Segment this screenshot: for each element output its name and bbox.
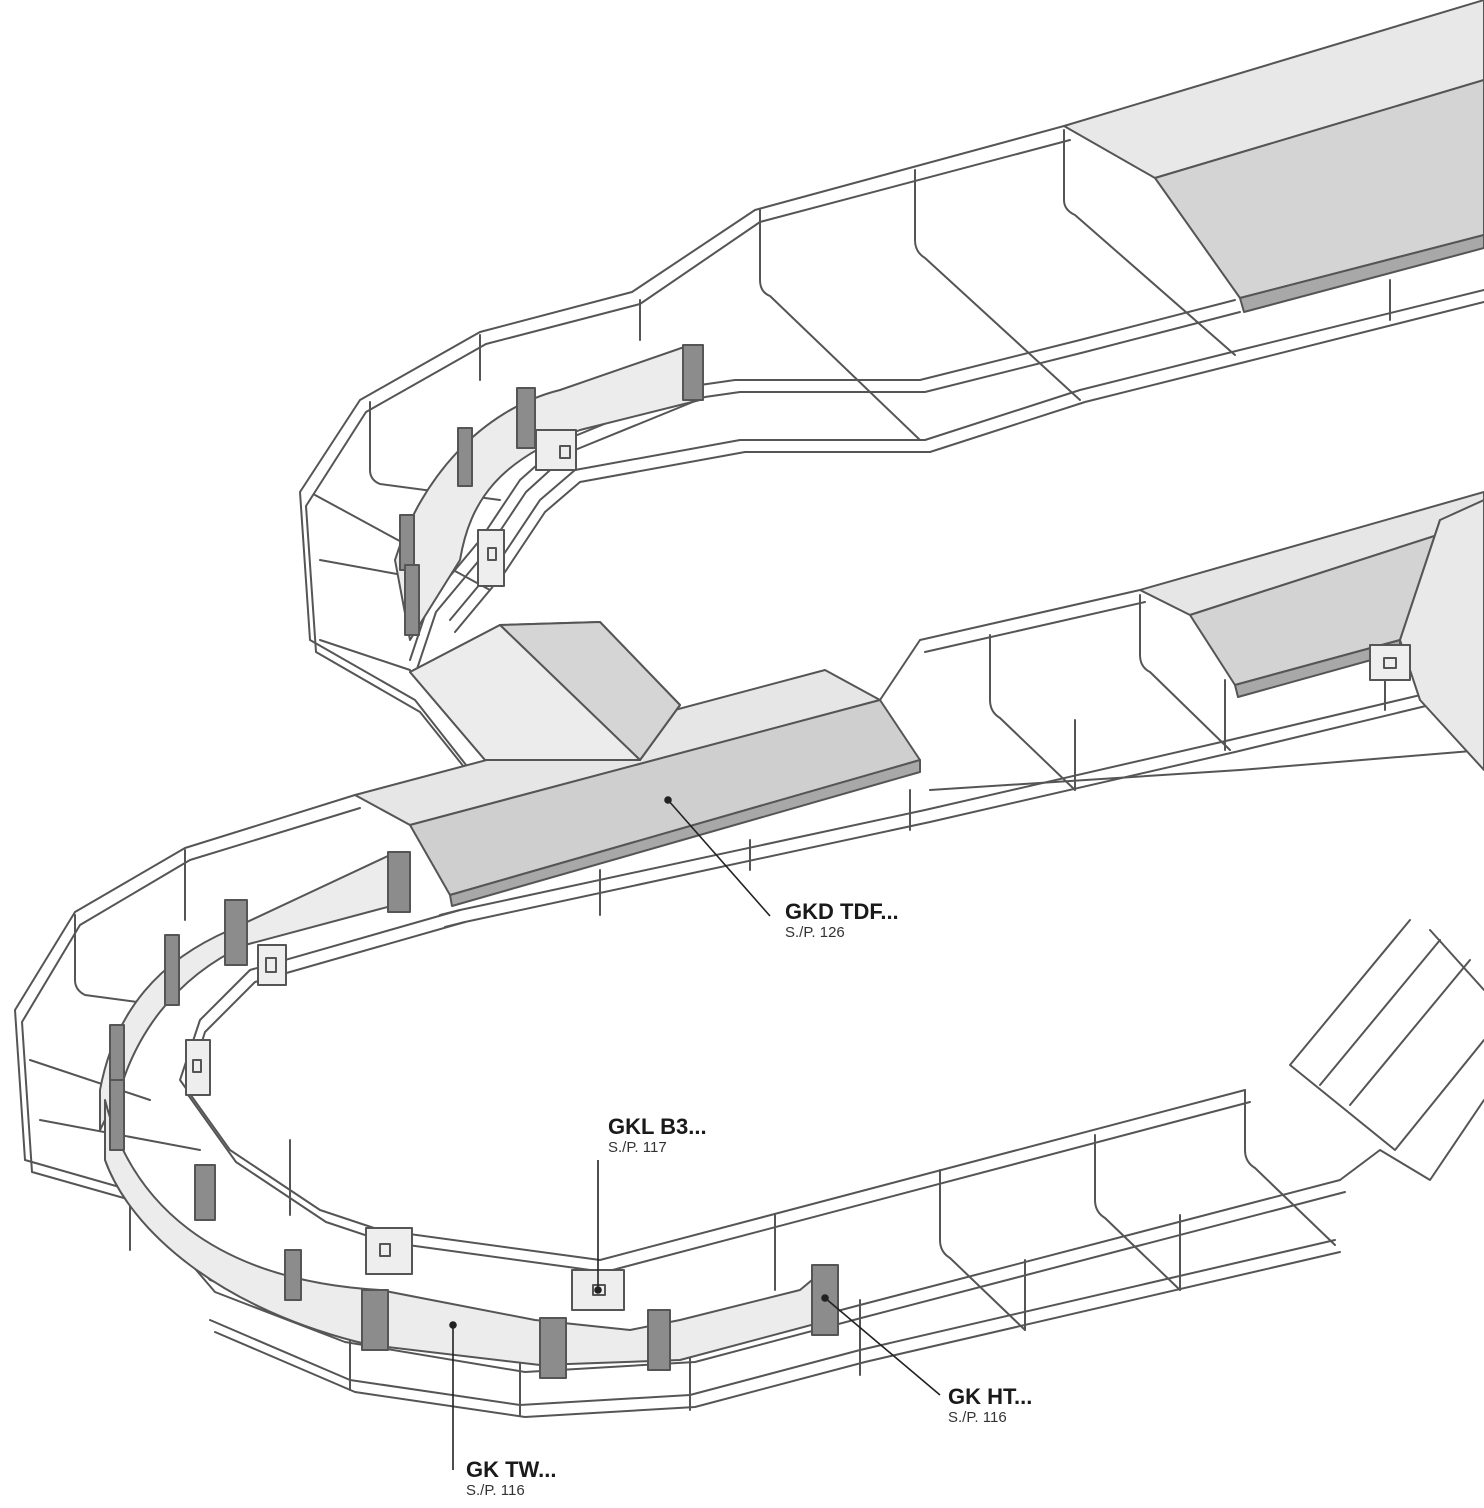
right-cover [1139, 491, 1484, 771]
leader-gkd-tdf [667, 799, 771, 917]
couplers [185, 429, 1411, 1311]
callout-code: GKL B3... [608, 1114, 707, 1139]
leader-dot-gk-tw [449, 1321, 457, 1329]
callout-code: GK HT... [948, 1384, 1033, 1409]
tee-cover [354, 621, 921, 907]
callout-gkd-tdf: GKD TDF... S./P. 126 [785, 900, 899, 942]
lower-tray-inner-rail [179, 909, 1251, 1273]
leader-dot-gkd-tdf [664, 796, 672, 804]
callout-code: GK TW... [466, 1457, 557, 1482]
coupler-marks [192, 445, 1397, 1296]
partition-strip-lower [99, 854, 831, 1366]
callout-ref: S./P. 117 [608, 1139, 667, 1156]
upper-tray-cross-wires [314, 129, 1391, 671]
ramp-section [1289, 919, 1484, 1181]
callout-gkl-b3: GKL B3... S./P. 117 [608, 1115, 707, 1157]
leader-dot-gk-ht [821, 1294, 829, 1302]
callout-gk-ht: GK HT... S./P. 116 [948, 1385, 1032, 1427]
callout-ref: S./P. 126 [785, 924, 845, 941]
partition-strip-upper [394, 344, 701, 641]
leader-dot-gkl-b3 [594, 1286, 602, 1294]
callout-ref: S./P. 116 [466, 1482, 525, 1499]
leader-gk-ht [824, 1297, 941, 1396]
callout-code: GKD TDF... [785, 899, 899, 924]
callout-ref: S./P. 116 [948, 1409, 1007, 1426]
upper-tray-outer-rail [299, 125, 1071, 783]
middle-tray-cross-wires [599, 594, 1386, 916]
upper-cover [1063, 0, 1484, 313]
callout-gk-tw: GK TW... S./P. 116 [466, 1458, 556, 1500]
